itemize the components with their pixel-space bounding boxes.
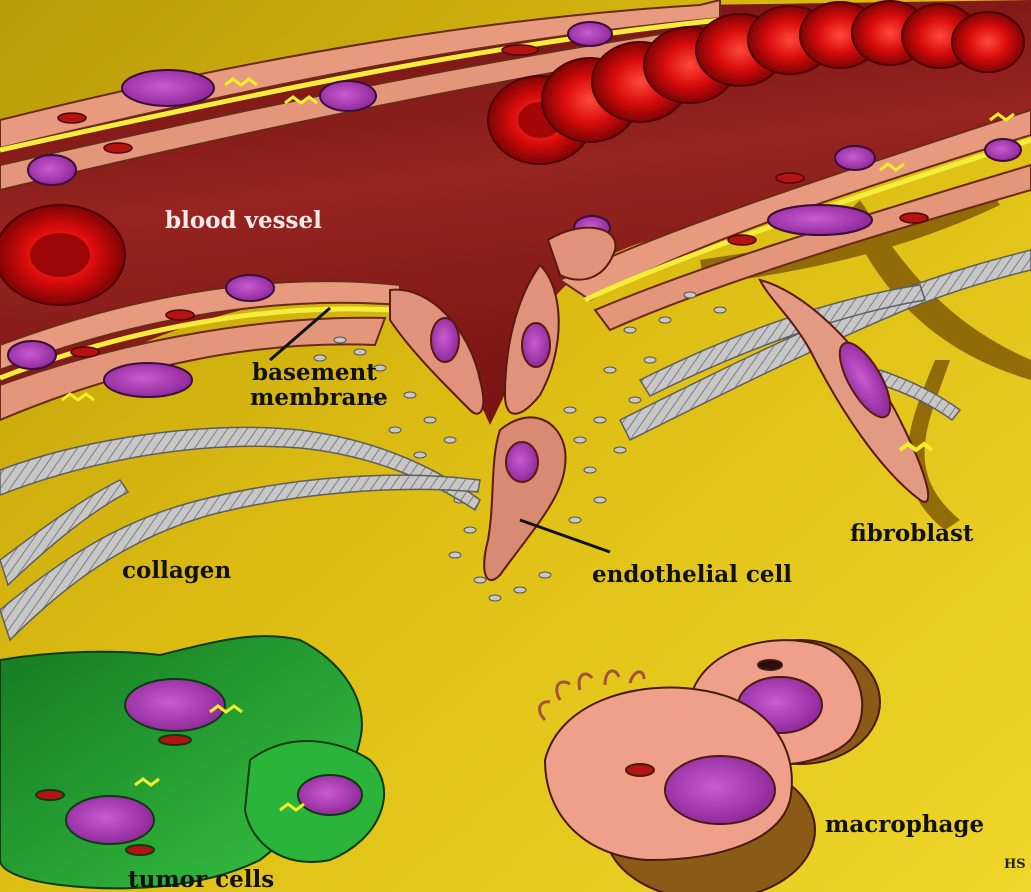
label-tumor-cells: tumor cells	[128, 866, 274, 892]
label-macrophage: macrophage	[825, 811, 984, 838]
label-basement-membrane-line2: membrane	[250, 384, 388, 411]
label-fibroblast: fibroblast	[850, 520, 974, 547]
label-basement-membrane-line1: basement	[252, 359, 377, 386]
tumor-cells-group	[0, 636, 384, 888]
label-blood-vessel: blood vessel	[165, 207, 322, 234]
artist-signature: HS	[1004, 857, 1026, 872]
label-endothelial-cell: endothelial cell	[592, 561, 792, 588]
label-collagen: collagen	[122, 557, 231, 584]
